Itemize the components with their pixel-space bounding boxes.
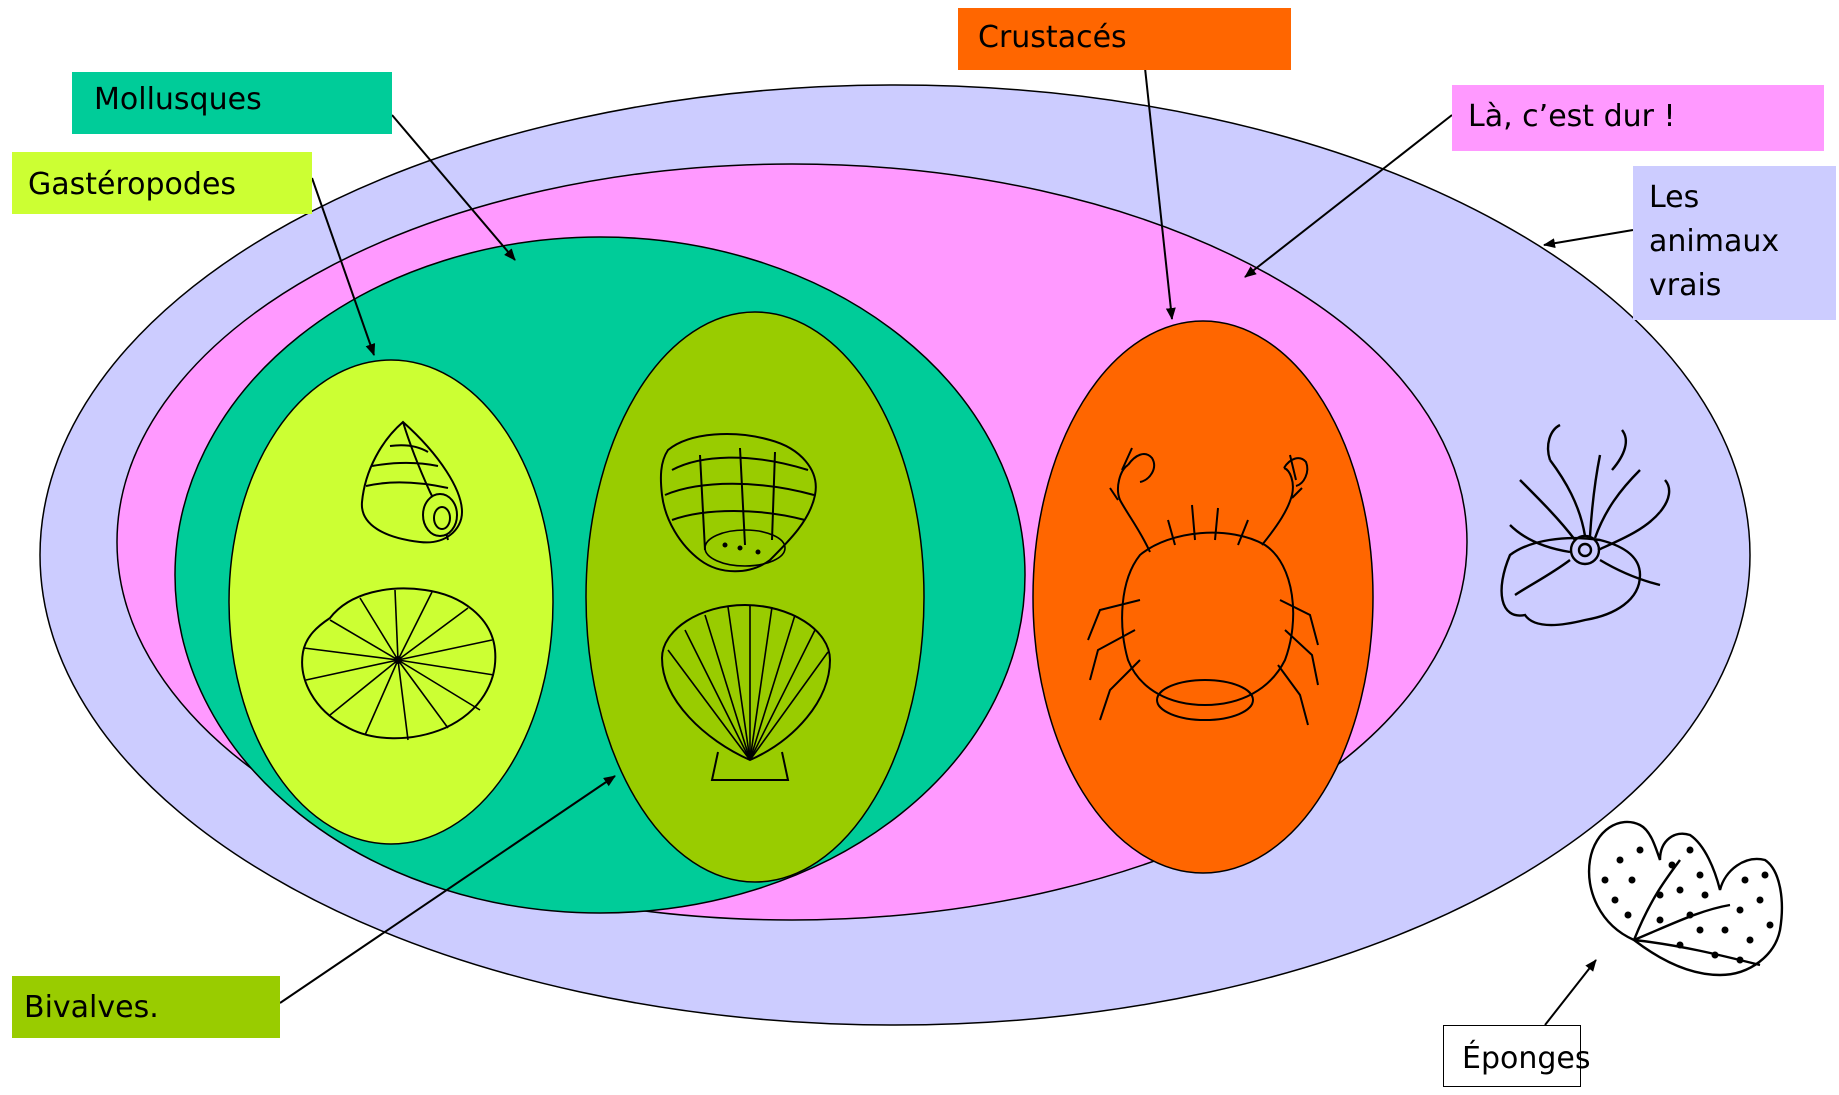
arrow-animaux xyxy=(1544,230,1633,245)
sponge-icon xyxy=(1589,822,1782,975)
label-crustaces-text: Crustacés xyxy=(978,20,1127,55)
label-animaux-vrais: Les animaux vrais xyxy=(1633,166,1836,320)
label-gasteropodes-text: Gastéropodes xyxy=(28,167,236,202)
label-bivalves: Bivalves. xyxy=(12,976,280,1038)
arrow-eponges xyxy=(1545,960,1596,1025)
label-coquille-dure: Là, c’est dur ! xyxy=(1452,85,1824,151)
set-crustaces xyxy=(1033,321,1373,873)
set-bivalves xyxy=(586,312,924,882)
label-mollusques: Mollusques xyxy=(72,72,392,134)
label-eponges: Éponges xyxy=(1443,1025,1581,1087)
label-gasteropodes: Gastéropodes xyxy=(12,152,312,214)
label-bivalves-text: Bivalves. xyxy=(24,990,159,1025)
label-animaux-line2: animaux xyxy=(1649,220,1836,264)
label-animaux-line1: Les xyxy=(1649,176,1836,220)
label-animaux-line3: vrais xyxy=(1649,264,1836,308)
label-crustaces: Crustacés xyxy=(958,8,1291,70)
label-eponges-text: Éponges xyxy=(1462,1041,1591,1076)
label-mollusques-text: Mollusques xyxy=(94,82,262,117)
label-coquille-dure-text: Là, c’est dur ! xyxy=(1468,99,1676,134)
